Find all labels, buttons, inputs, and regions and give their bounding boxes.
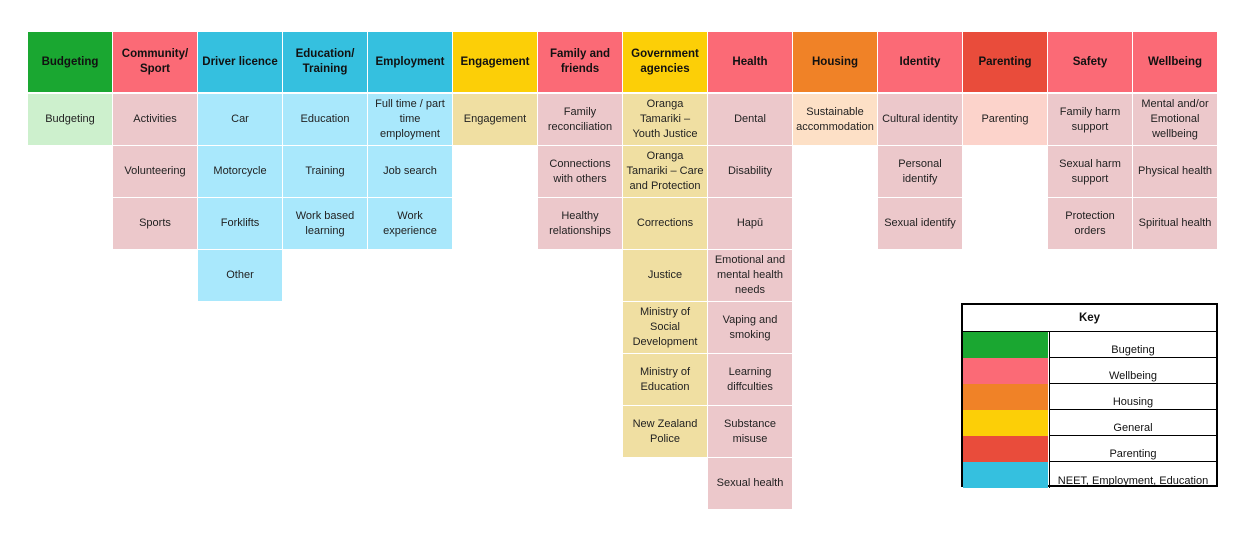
- category-cell: Substance misuse: [708, 406, 792, 457]
- key-swatch: [963, 332, 1048, 358]
- category-cell: Mental and/or Emotional wellbeing: [1133, 94, 1217, 145]
- column-header: Government agencies: [623, 32, 707, 92]
- column-header: Family and friends: [538, 32, 622, 92]
- key-title: Key: [963, 305, 1216, 332]
- category-cell: Budgeting: [28, 94, 112, 145]
- category-cell: Work experience: [368, 198, 452, 249]
- key-swatch: [963, 462, 1048, 488]
- key-entry: Housing: [963, 384, 1216, 410]
- category-cell: Personal identify: [878, 146, 962, 197]
- category-cell: Motorcycle: [198, 146, 282, 197]
- category-cell: Forklifts: [198, 198, 282, 249]
- key-swatch: [963, 358, 1048, 384]
- category-cell: Work based learning: [283, 198, 367, 249]
- column-header: Driver licence: [198, 32, 282, 92]
- key-entry: NEET, Employment, Education: [963, 462, 1216, 488]
- column-header: Education/ Training: [283, 32, 367, 92]
- column-header: Parenting: [963, 32, 1047, 92]
- column-header: Wellbeing: [1133, 32, 1217, 92]
- column-header: Safety: [1048, 32, 1132, 92]
- column-header: Employment: [368, 32, 452, 92]
- column-header: Budgeting: [28, 32, 112, 92]
- key-label: Bugeting: [1049, 332, 1216, 358]
- key-label: General: [1049, 410, 1216, 436]
- category-cell: Corrections: [623, 198, 707, 249]
- category-cell: Education: [283, 94, 367, 145]
- category-cell: Family harm support: [1048, 94, 1132, 145]
- category-cell: Sports: [113, 198, 197, 249]
- category-cell: Cultural identity: [878, 94, 962, 145]
- category-cell: Job search: [368, 146, 452, 197]
- key-entry: Parenting: [963, 436, 1216, 462]
- category-cell: Family reconciliation: [538, 94, 622, 145]
- category-cell: Learning diffculties: [708, 354, 792, 405]
- category-cell: Dental: [708, 94, 792, 145]
- category-cell: Full time / part time employment: [368, 94, 452, 145]
- category-cell: Sexual harm support: [1048, 146, 1132, 197]
- category-cell: Volunteering: [113, 146, 197, 197]
- key-label: Parenting: [1049, 436, 1216, 462]
- category-cell: Parenting: [963, 94, 1047, 145]
- category-cell: Ministry of Education: [623, 354, 707, 405]
- category-cell: Spiritual health: [1133, 198, 1217, 249]
- key-label: Housing: [1049, 384, 1216, 410]
- key-label: NEET, Employment, Education: [1049, 462, 1216, 488]
- key-entry: Wellbeing: [963, 358, 1216, 384]
- category-cell: Sustainable accommodation: [793, 94, 877, 145]
- category-cell: Oranga Tamariki – Youth Justice: [623, 94, 707, 145]
- key-swatch: [963, 384, 1048, 410]
- category-cell: Sexual health: [708, 458, 792, 509]
- category-cell: Hapū: [708, 198, 792, 249]
- category-cell: Other: [198, 250, 282, 301]
- key-swatch: [963, 410, 1048, 436]
- key-swatch: [963, 436, 1048, 462]
- key-entry: Bugeting: [963, 332, 1216, 358]
- column-header: Identity: [878, 32, 962, 92]
- column-header: Community/ Sport: [113, 32, 197, 92]
- category-cell: Justice: [623, 250, 707, 301]
- key-entry: General: [963, 410, 1216, 436]
- category-cell: Engagement: [453, 94, 537, 145]
- category-cell: Connections with others: [538, 146, 622, 197]
- category-cell: Physical health: [1133, 146, 1217, 197]
- key-label: Wellbeing: [1049, 358, 1216, 384]
- category-cell: Sexual identify: [878, 198, 962, 249]
- category-cell: Activities: [113, 94, 197, 145]
- category-cell: Emotional and mental health needs: [708, 250, 792, 301]
- category-cell: Ministry of Social Development: [623, 302, 707, 353]
- category-cell: Healthy relationships: [538, 198, 622, 249]
- category-cell: Protection orders: [1048, 198, 1132, 249]
- category-cell: Disability: [708, 146, 792, 197]
- category-cell: Training: [283, 146, 367, 197]
- category-cell: Oranga Tamariki – Care and Protection: [623, 146, 707, 197]
- column-header: Housing: [793, 32, 877, 92]
- column-header: Engagement: [453, 32, 537, 92]
- category-cell: Vaping and smoking: [708, 302, 792, 353]
- category-cell: New Zealand Police: [623, 406, 707, 457]
- column-header: Health: [708, 32, 792, 92]
- category-cell: Car: [198, 94, 282, 145]
